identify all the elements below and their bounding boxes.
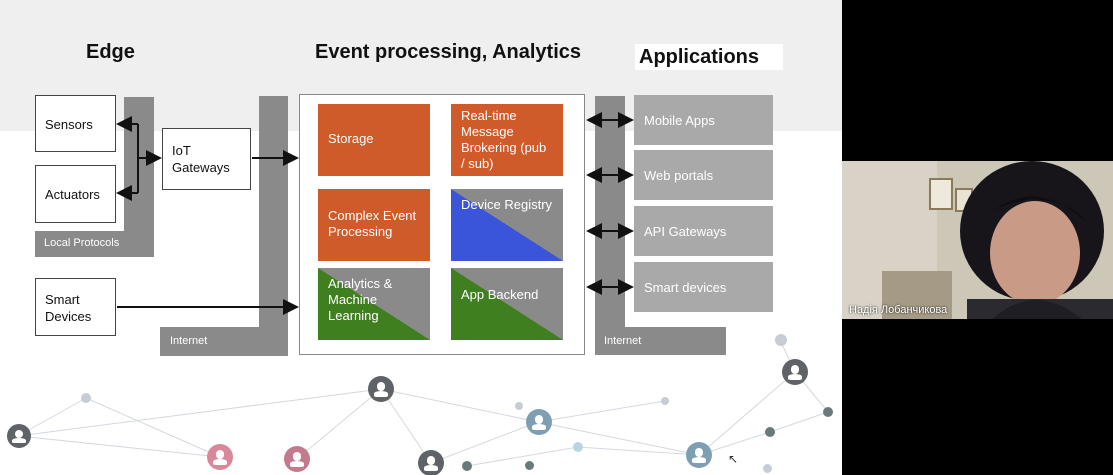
person-icon	[7, 424, 31, 448]
person-icon	[686, 442, 712, 468]
iot-gateways-box: IoT Gateways	[162, 128, 251, 190]
local-protocols-label: Local Protocols	[44, 237, 120, 249]
applications-title: Applications	[639, 46, 760, 68]
network-node	[823, 407, 833, 417]
person-icon	[782, 359, 808, 385]
app-api-gateways: API Gateways	[634, 206, 773, 256]
network-node	[515, 402, 523, 410]
network-node	[81, 393, 91, 403]
mouse-cursor-icon: ↖	[728, 452, 739, 466]
local-protocols-panel	[35, 231, 154, 257]
internet-right-panel	[595, 327, 726, 355]
participant-video[interactable]: Надія Лобанчикова	[842, 161, 1113, 319]
app-smart-devices: Smart devices	[634, 262, 773, 312]
network-node	[525, 461, 534, 470]
edge-title: Edge	[86, 41, 135, 63]
connector-arrows	[17, 112, 829, 467]
device-registry-tile: Device Registry	[451, 189, 563, 261]
presentation-slide: Edge Event processing, Analytics Applica…	[0, 0, 842, 475]
internet-right-label: Internet	[604, 335, 642, 347]
internet-left-panel	[160, 327, 288, 356]
app-web-portals: Web portals	[634, 150, 773, 200]
realtime-brokering-tile: Real-time Message Brokering (pub / sub)	[451, 104, 563, 176]
network-node	[573, 442, 583, 452]
network-node	[763, 464, 772, 473]
event-processing-title: Event processing, Analytics	[315, 41, 582, 63]
person-icon	[284, 446, 310, 472]
smart-devices-box: Smart Devices	[35, 278, 116, 336]
network-node	[775, 334, 787, 346]
network-node	[661, 397, 669, 405]
person-icon	[526, 409, 552, 435]
app-backend-tile: App Backend	[451, 268, 563, 340]
app-mobile-apps: Mobile Apps	[634, 95, 773, 145]
analytics-tile: Analytics & Machine Learning	[318, 268, 430, 340]
participant-video-frame	[842, 161, 1113, 319]
complex-event-tile: Complex Event Processing	[318, 189, 430, 261]
applications-title-bg	[635, 44, 783, 70]
storage-tile: Storage	[318, 104, 430, 176]
internet-left-label: Internet	[170, 335, 208, 347]
sensors-box: Sensors	[35, 95, 116, 152]
network-node	[462, 461, 472, 471]
person-icon	[418, 450, 444, 475]
person-icon	[207, 444, 233, 470]
network-node	[765, 427, 775, 437]
participant-name-label: Надія Лобанчикова	[849, 304, 948, 316]
person-icon	[368, 376, 394, 402]
actuators-box: Actuators	[35, 165, 116, 223]
